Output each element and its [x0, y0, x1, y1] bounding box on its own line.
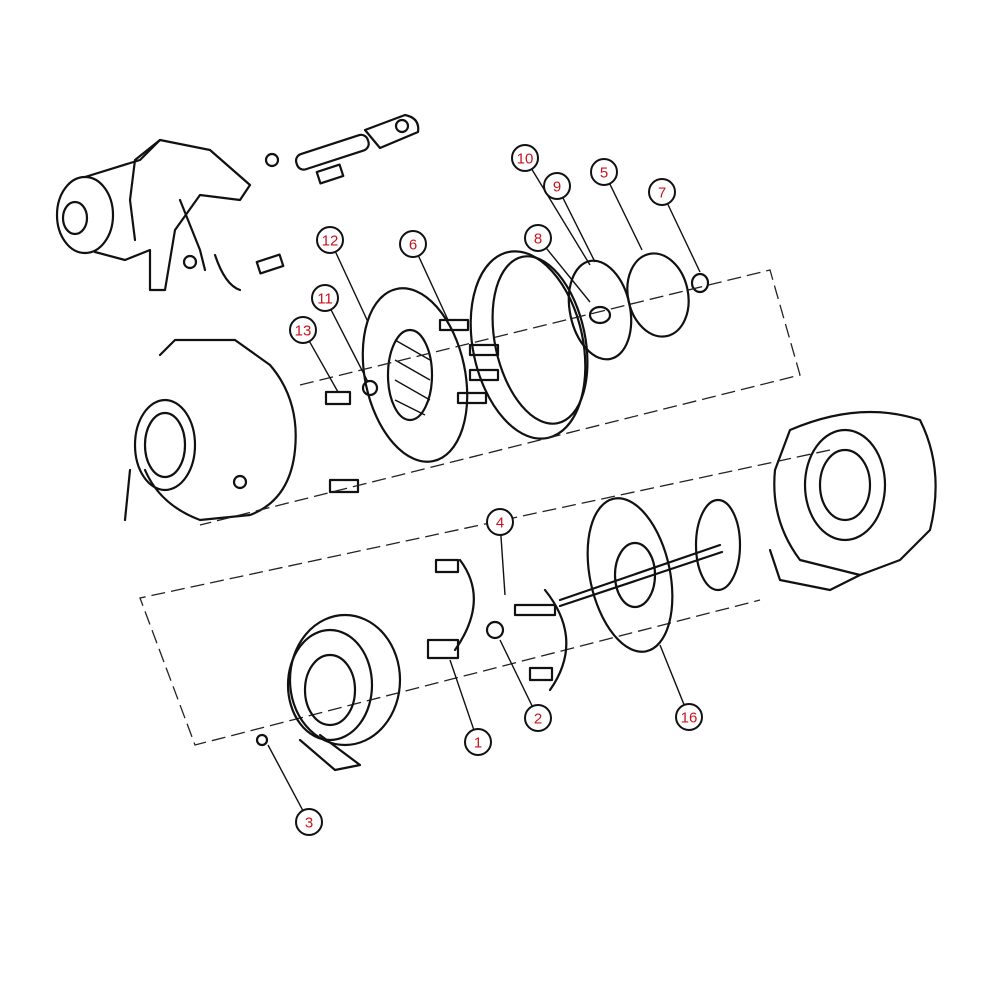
callout-13: 13 — [289, 316, 339, 393]
callout-7: 7 — [648, 178, 701, 273]
callout-3: 3 — [267, 744, 323, 836]
callout-circle — [648, 178, 676, 206]
leader-line — [545, 247, 591, 303]
callout-circle — [524, 224, 552, 252]
center-housing — [255, 558, 568, 772]
leader-line — [659, 644, 685, 706]
callout-6: 6 — [399, 230, 449, 321]
callout-number: 12 — [322, 233, 339, 250]
leader-line — [330, 309, 369, 383]
callout-number: 2 — [534, 711, 542, 728]
assembly-line-lower — [139, 449, 831, 746]
callout-11: 11 — [311, 284, 369, 383]
leader-line — [449, 659, 475, 730]
callout-circle — [316, 226, 344, 254]
leader-line — [562, 197, 596, 263]
callout-circle — [543, 172, 571, 200]
leader-line — [267, 744, 304, 811]
callout-9: 9 — [543, 172, 596, 263]
wastegate-actuator — [55, 113, 420, 292]
callout-4: 4 — [486, 508, 514, 596]
callout-number: 16 — [681, 710, 698, 727]
turbine-housing — [768, 410, 937, 592]
callout-circle — [675, 703, 703, 731]
callout-1: 1 — [449, 659, 492, 756]
callout-number: 9 — [553, 179, 561, 196]
leader-line — [499, 639, 533, 707]
leader-line — [308, 340, 339, 393]
callout-circle — [590, 158, 618, 186]
leader-line — [334, 251, 369, 323]
compressor-wheel — [324, 250, 589, 494]
compressor-housing — [123, 338, 297, 522]
callout-circle — [524, 704, 552, 732]
leader-line — [666, 203, 701, 273]
callout-number: 6 — [409, 237, 417, 254]
turbine-shaft-wheel — [558, 497, 742, 653]
callout-number: 13 — [295, 323, 312, 340]
callout-12: 12 — [316, 226, 369, 323]
callout-number: 11 — [317, 291, 333, 308]
callout-2: 2 — [499, 639, 552, 732]
assembly-line-upper — [199, 269, 801, 526]
callout-circle — [289, 316, 317, 344]
leader-line — [500, 534, 506, 596]
callout-circle — [511, 144, 539, 172]
callout-number: 3 — [305, 815, 313, 832]
callout-16: 16 — [659, 644, 703, 731]
callout-number: 5 — [600, 165, 608, 182]
leader-line — [417, 255, 449, 321]
callout-10: 10 — [511, 144, 591, 266]
callout-circle — [464, 728, 492, 756]
leader-line — [609, 183, 643, 251]
callout-number: 7 — [658, 185, 666, 202]
callout-circle — [486, 508, 514, 536]
seal-components — [567, 252, 710, 361]
leader-line — [531, 168, 591, 266]
callout-number: 10 — [517, 151, 534, 168]
callout-number: 4 — [496, 515, 504, 532]
callout-circle — [311, 284, 339, 312]
callout-circle — [399, 230, 427, 258]
callout-circle — [295, 808, 323, 836]
callout-number: 8 — [534, 231, 542, 248]
callout-number: 1 — [474, 735, 482, 752]
callout-8: 8 — [524, 224, 591, 303]
callout-5: 5 — [590, 158, 643, 251]
